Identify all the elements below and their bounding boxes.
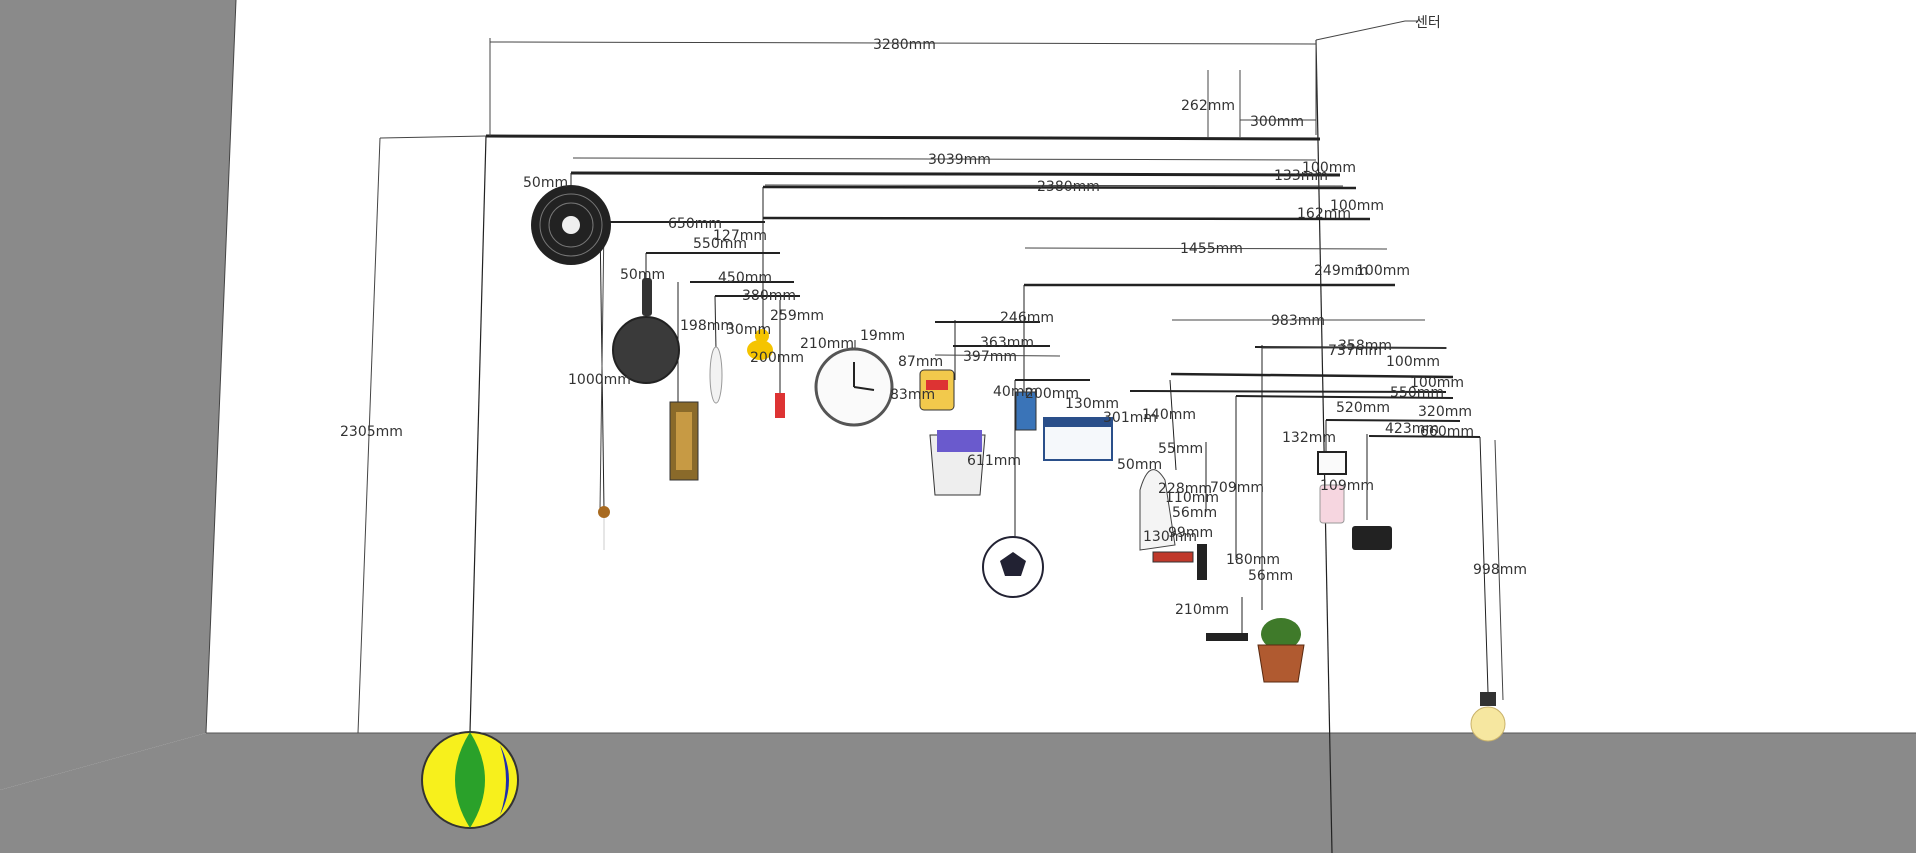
- dim-hat-h: 99mm: [1168, 525, 1213, 541]
- dim-arm-right-r2: 737mm: [1328, 343, 1382, 359]
- dim-top-offset: 262mm: [1181, 98, 1235, 114]
- dim-arm3: 650mm: [668, 216, 722, 232]
- dim-plant-arm2: 56mm: [1248, 568, 1293, 584]
- wall-corner: [205, 0, 237, 734]
- dimension-lines: [357, 20, 1504, 734]
- wall-clock: [814, 347, 894, 427]
- dim-arm2-right-a: 100mm: [1330, 198, 1384, 214]
- dim-small-b: 200mm: [750, 350, 804, 366]
- dim-snack-arm: 397mm: [963, 349, 1017, 365]
- dim-arm-right-r1: 358mm: [1338, 338, 1392, 354]
- dim-overall-width: 3280mm: [873, 37, 936, 53]
- soccer-ball: [982, 536, 1044, 598]
- dim-box-arm: 130mm: [1065, 396, 1119, 412]
- dim-arm-mid-r1: 249mm: [1314, 263, 1368, 279]
- dim-lamp-drop: 1000mm: [568, 372, 631, 388]
- floor: [0, 733, 1916, 853]
- speaker-item: [1317, 451, 1347, 524]
- center-label: 센터: [1415, 15, 1441, 31]
- dim-hat-e: 110mm: [1165, 490, 1219, 506]
- beach-ball: [421, 731, 519, 829]
- red-item: [775, 393, 785, 418]
- dim-hat-d: 228mm: [1158, 481, 1212, 497]
- dim-card-drop: 40mm: [993, 384, 1038, 400]
- rubber-duck: [747, 329, 773, 360]
- water-pitcher: [929, 430, 986, 496]
- dimension-labels: 센터 3280mm 2305mm 262mm 300mm 3039mm 100m…: [340, 15, 1527, 618]
- clamp-item: [1206, 633, 1248, 641]
- dim-box-arm2: 301mm: [1103, 410, 1157, 426]
- dim-hat-a: 140mm: [1142, 407, 1196, 423]
- snack-bag: [919, 369, 955, 411]
- left-wall: [0, 0, 236, 790]
- dim-arm-right-r7: 320mm: [1418, 404, 1472, 420]
- dim-total-height: 2305mm: [340, 424, 403, 440]
- dim-arm-mid-r2: 100mm: [1356, 263, 1410, 279]
- dim-arm1-right-a: 100mm: [1302, 160, 1356, 176]
- dim-arm-right-r4: 100mm: [1410, 375, 1464, 391]
- dim-cup-arm: 132mm: [1282, 430, 1336, 446]
- dim-hat-b: 50mm: [1117, 457, 1162, 473]
- dim-hat-f: 56mm: [1172, 505, 1217, 521]
- dim-box-drop: 200mm: [1025, 386, 1079, 402]
- dim-cup-drop: 109mm: [1320, 478, 1374, 494]
- hat-item: [1139, 469, 1176, 551]
- dim-small-c: 210mm: [800, 336, 854, 352]
- box-item: [1043, 417, 1113, 461]
- dim-bulb-drop: 998mm: [1473, 562, 1527, 578]
- dim-arm1: 3039mm: [928, 152, 991, 168]
- frying-pan: [612, 278, 680, 384]
- panel-item: [669, 401, 699, 481]
- dim-plant-arm: 180mm: [1226, 552, 1280, 568]
- dim-hat-c: 55mm: [1158, 441, 1203, 457]
- dim-arm-right-r9: 660mm: [1420, 424, 1474, 440]
- dim-arm-right: 983mm: [1271, 313, 1325, 329]
- dim-arm2-right-b: 162mm: [1297, 206, 1351, 222]
- radio-item: [1352, 526, 1392, 550]
- dim-clock-arm: 259mm: [770, 308, 824, 324]
- dim-hat-g: 130mm: [1143, 529, 1197, 545]
- dim-plant-drop: 709mm: [1210, 480, 1264, 496]
- hammer-item: [1152, 544, 1207, 580]
- dim-arm-right-r8: 423mm: [1385, 421, 1439, 437]
- dim-arm1-right-b: 133mm: [1274, 168, 1328, 184]
- dim-snack-drop2: 83mm: [890, 387, 935, 403]
- dim-small-d: 19mm: [860, 328, 905, 344]
- dim-snack-arm3: 363mm: [980, 335, 1034, 351]
- dim-arm-right-r5: 550mm: [1390, 385, 1444, 401]
- dim-center-offset: 300mm: [1250, 114, 1304, 130]
- dim-arm-mid: 1455mm: [1180, 241, 1243, 257]
- dim-duck-drop: 198mm: [680, 318, 734, 334]
- dim-snack-arm2: 246mm: [1000, 310, 1054, 326]
- light-bulb: [1470, 692, 1506, 742]
- dim-arm2: 2380mm: [1037, 179, 1100, 195]
- potted-plant: [1257, 618, 1305, 683]
- dim-fan-drop: 50mm: [523, 175, 568, 191]
- dim-jug-drop: 611mm: [967, 453, 1021, 469]
- bottle-hanging: [709, 346, 723, 404]
- dim-arm-right-r3: 100mm: [1386, 354, 1440, 370]
- dim-arm4: 550mm: [693, 236, 747, 252]
- dim-arm5: 450mm: [718, 270, 772, 286]
- fan: [531, 185, 611, 265]
- dim-arm3b: 127mm: [713, 228, 767, 244]
- dim-pan-drop: 50mm: [620, 267, 665, 283]
- small-lamp: [598, 506, 610, 550]
- dim-clamp-drop: 210mm: [1175, 602, 1229, 618]
- card-item: [1015, 391, 1037, 431]
- dim-arm6: 380mm: [742, 288, 796, 304]
- dim-small-a: 30mm: [726, 322, 771, 338]
- dim-snack-drop: 87mm: [898, 354, 943, 370]
- dim-arm-right-r6: 520mm: [1336, 400, 1390, 416]
